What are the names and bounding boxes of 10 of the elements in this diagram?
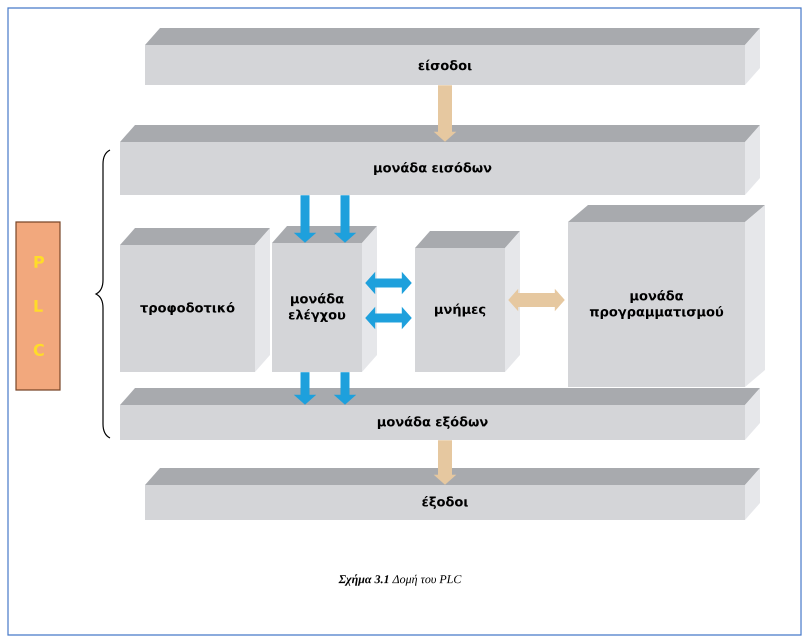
label-box: P L C	[15, 221, 61, 391]
block: μονάδα εξόδων	[120, 388, 760, 440]
block: τροφοδοτικό	[120, 228, 270, 372]
block: μονάδα ελέγχου	[272, 226, 377, 372]
block: μονάδα προγραμματισμού	[568, 205, 765, 387]
block: έξοδοι	[145, 468, 760, 520]
block: είσοδοι	[145, 28, 760, 85]
block: μνήμες	[415, 231, 520, 372]
figure-caption: Σχήμα 3.1 Δομή του PLC	[338, 574, 462, 586]
block: μονάδα εισόδων	[120, 125, 760, 195]
